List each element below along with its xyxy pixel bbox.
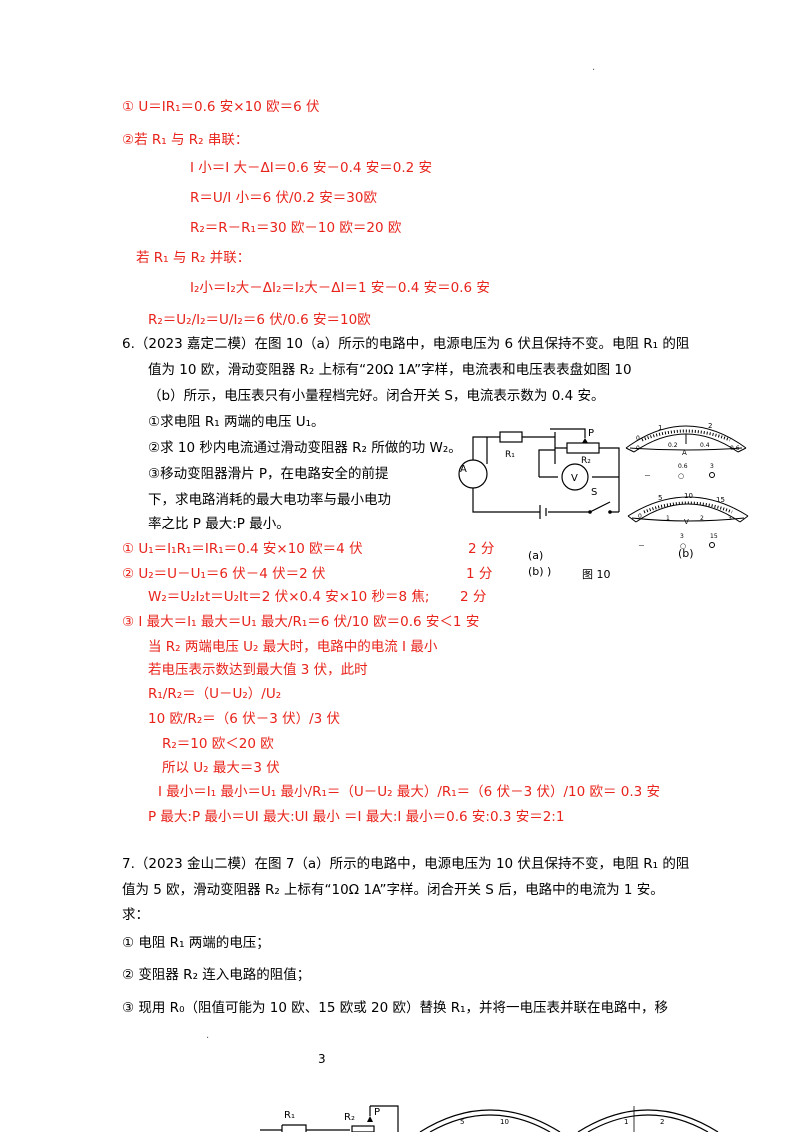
sub-question-3: ③移动变阻器滑片 P，在电路安全的前提	[148, 466, 389, 482]
figure-caption-a: (a)	[528, 549, 544, 562]
terminal-label: 0.6	[678, 463, 688, 470]
dial-unit: A	[682, 449, 687, 457]
solution-line: ②若 R₁ 与 R₂ 串联：	[122, 132, 249, 148]
switch-label: S	[591, 487, 597, 498]
answer-score: 2 分	[460, 589, 487, 605]
dial-tick: 1	[624, 1118, 628, 1126]
dial-tick: 5	[460, 1118, 464, 1126]
circuit-diagram-fig7-partial: R₁ R₂ P 5 10 1 2	[260, 1105, 719, 1132]
terminal-symbol: －	[644, 472, 651, 480]
answer-line: I 最小＝I₁ 最小＝U₁ 最小/R₁＝（U－U₂ 最大）/R₁＝（6 伏－3 …	[158, 784, 661, 800]
sub-question-3: 下，求电路消耗的最大电功率与最小电功	[148, 492, 391, 508]
dial-tick: 5	[658, 494, 662, 502]
dial-tick: 0.6	[730, 445, 740, 452]
terminal-label: 3	[710, 463, 714, 470]
question-text: 7.（2023 金山二模）在图 7（a）所示的电路中，电源电压为 10 伏且保持…	[122, 856, 690, 872]
answer-score: 1 分	[466, 566, 493, 582]
page-number: 3	[318, 1052, 326, 1066]
dial-tick: 0	[636, 435, 640, 442]
solution-line: I₂小＝I₂大－ΔI₂＝I₂大－ΔI＝1 安－0.4 安＝0.6 安	[190, 280, 490, 296]
sub-question-3: ③ 现用 R₀（阻值可能为 10 欧、15 欧或 20 欧）替换 R₁，并将一电…	[122, 1000, 669, 1016]
terminal-label: 3	[680, 533, 684, 540]
header-mark: .	[592, 62, 596, 73]
dial-tick: 0	[636, 445, 640, 452]
r2-label: R₂	[581, 456, 591, 466]
figure-caption-b: (b) )	[528, 565, 552, 578]
voltmeter-dial: 5 10 15 1 2 3 0 V 3 15 － ○	[627, 492, 749, 550]
dial-tick: 2	[660, 1118, 664, 1126]
dial-tick: 2	[708, 422, 712, 430]
answer-line: 所以 U₂ 最大＝3 伏	[162, 760, 280, 776]
dial-tick: 15	[716, 496, 725, 504]
dial-tick: 3	[728, 515, 732, 522]
circuit-diagram-fig10a: R₁ R₂ P A V S	[458, 428, 620, 519]
ammeter-dial: 1 2 0.2 0.4 0.6 0 0 A 0.6 3 － ○	[625, 422, 747, 480]
answer-line: 当 R₂ 两端电压 U₂ 最大时，电路中的电流 I 最小	[148, 639, 438, 655]
figure-caption-b: (b)	[678, 547, 694, 560]
voltmeter-label: V	[571, 473, 578, 484]
dial-tick: 0.4	[700, 442, 710, 449]
dial-tick: 1	[658, 424, 662, 432]
dial-tick: 10	[684, 492, 693, 500]
terminal-symbol: ○	[680, 542, 686, 550]
sub-question-3: 率之比 P 最大:P 最小。	[148, 516, 290, 532]
answer-line: R₁/R₂＝（U－U₂）/U₂	[148, 686, 282, 702]
dial-tick: 2	[700, 515, 704, 522]
footer-mark: .	[206, 1030, 210, 1041]
sub-question-2: ② 变阻器 R₂ 连入电路的阻值；	[122, 967, 311, 983]
terminal-label: 15	[710, 533, 718, 540]
answer-line: ③ I 最大＝I₁ 最大＝U₁ 最大/R₁＝6 伏/10 欧＝0.6 安＜1 安	[122, 614, 480, 630]
dial-tick: 10	[500, 1118, 509, 1126]
question-text: （b）所示，电压表只有小量程档完好。闭合开关 S，电流表示数为 0.4 安。	[148, 388, 605, 404]
solution-line: R₂＝R－R₁＝30 欧－10 欧＝20 欧	[190, 220, 402, 236]
ammeter-label: A	[460, 464, 467, 475]
answer-score: 2 分	[468, 541, 495, 557]
answer-line: ② U₂＝U－U₁＝6 伏－4 伏＝2 伏	[122, 566, 326, 582]
solution-line: R₂＝U₂/I₂＝U/I₂＝6 伏/0.6 安＝10欧	[148, 312, 371, 328]
r1-label: R₁	[284, 1110, 295, 1121]
sub-question-1: ①求电阻 R₁ 两端的电压 U₁。	[148, 414, 325, 430]
question-text: 值为 10 欧，滑动变阻器 R₂ 上标有“20Ω 1A”字样，电流表和电压表表盘…	[148, 362, 632, 378]
solution-line: I 小＝I 大－ΔI＝0.6 安－0.4 安＝0.2 安	[190, 160, 433, 176]
answer-line: ① U₁＝I₁R₁＝IR₁＝0.4 安×10 欧＝4 伏	[122, 541, 363, 557]
sub-question-1: ① 电阻 R₁ 两端的电压；	[122, 935, 270, 951]
question-text: 求：	[122, 907, 149, 923]
figure-label: 图 10	[582, 568, 611, 581]
question-text: 6.（2023 嘉定二模）在图 10（a）所示的电路中，电源电压为 6 伏且保持…	[122, 336, 690, 352]
slider-p-label: P	[588, 428, 594, 439]
dial-tick: 0	[638, 513, 642, 520]
dial-tick: 0.2	[668, 442, 678, 449]
solution-line: R＝U/I 小＝6 伏/0.2 安＝30欧	[190, 190, 377, 206]
answer-line: W₂＝U₂I₂t＝U₂It＝2 伏×0.4 安×10 秒＝8 焦;	[148, 589, 430, 605]
solution-line: 若 R₁ 与 R₂ 并联：	[136, 250, 251, 266]
dial-unit: V	[684, 518, 689, 526]
r2-label: R₂	[344, 1112, 355, 1123]
slider-p-label: P	[374, 1107, 380, 1118]
r1-label: R₁	[505, 450, 515, 460]
answer-line: 若电压表示数达到最大值 3 伏，此时	[148, 662, 368, 678]
dial-tick: 1	[666, 515, 670, 522]
sub-question-2: ②求 10 秒内电流通过滑动变阻器 R₂ 所做的功 W₂。	[148, 440, 462, 456]
answer-line: P 最大:P 最小＝UI 最大:UI 最小 ＝I 最大:I 最小＝0.6 安:0…	[148, 809, 565, 825]
terminal-symbol: ○	[678, 472, 684, 480]
question-text: 值为 5 欧，滑动变阻器 R₂ 上标有“10Ω 1A”字样。闭合开关 S 后，电…	[122, 882, 664, 898]
solution-line: ① U＝IR₁＝0.6 安×10 欧＝6 伏	[122, 99, 320, 115]
terminal-symbol: －	[638, 542, 645, 550]
answer-line: 10 欧/R₂＝（6 伏－3 伏）/3 伏	[148, 711, 340, 727]
answer-line: R₂＝10 欧＜20 欧	[162, 736, 274, 752]
